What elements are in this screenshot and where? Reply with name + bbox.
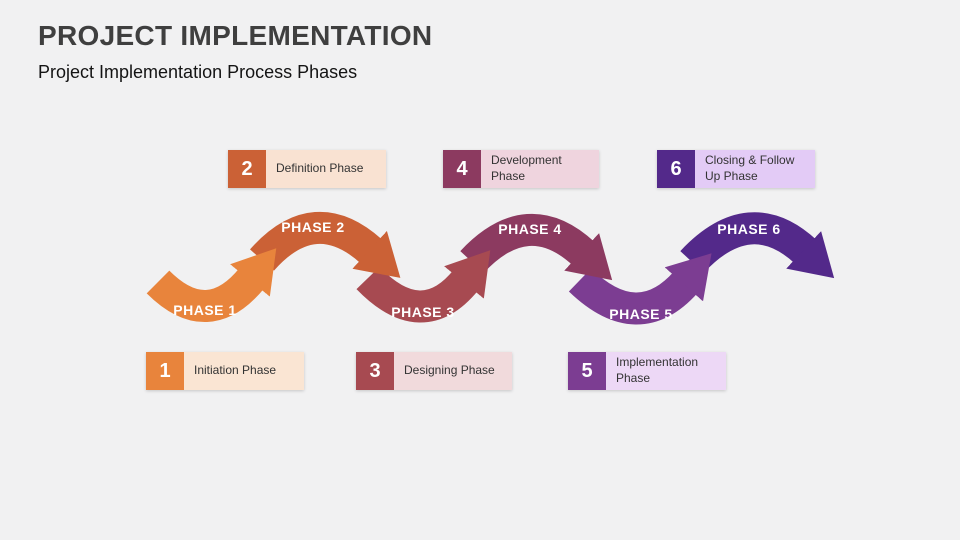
phase-4-name-label: Development Phase: [481, 150, 599, 188]
phase-1-arrow: [146, 248, 277, 322]
phase-4-arrow-label: PHASE 4: [498, 221, 561, 237]
phase-1-number-badge: 1: [146, 352, 184, 390]
phase-1-arrow-label: PHASE 1: [173, 302, 236, 318]
phase-5-callout: 5 Implementation Phase: [568, 352, 726, 390]
phase-4-arrow: [460, 214, 613, 281]
phase-5-number-badge: 5: [568, 352, 606, 390]
phase-2-name-label: Definition Phase: [266, 150, 386, 188]
phase-5-name-label: Implementation Phase: [606, 352, 726, 390]
phase-6-name-label: Closing & Follow Up Phase: [695, 150, 815, 188]
phase-3-arrow-label: PHASE 3: [391, 304, 454, 320]
phase-2-arrow: [250, 212, 401, 278]
page-subtitle: Project Implementation Process Phases: [38, 62, 358, 82]
phase-1-callout: 1 Initiation Phase: [146, 352, 304, 390]
phase-3-callout: 3 Designing Phase: [356, 352, 512, 390]
phase-6-arrow: [680, 212, 835, 279]
phase-1-name-label: Initiation Phase: [184, 352, 304, 390]
phase-3-arrow: [356, 250, 491, 323]
phase-6-arrow-label: PHASE 6: [717, 221, 780, 237]
page-title: PROJECT IMPLEMENTATION: [38, 20, 433, 51]
phase-5-arrow: [568, 253, 712, 325]
phase-6-callout: 6 Closing & Follow Up Phase: [657, 150, 815, 188]
phase-4-number-badge: 4: [443, 150, 481, 188]
phase-3-name-label: Designing Phase: [394, 352, 512, 390]
phase-4-callout: 4 Development Phase: [443, 150, 599, 188]
phase-2-number-badge: 2: [228, 150, 266, 188]
phase-2-arrow-label: PHASE 2: [281, 219, 344, 235]
phase-5-arrow-label: PHASE 5: [609, 306, 672, 322]
phase-3-number-badge: 3: [356, 352, 394, 390]
phase-6-number-badge: 6: [657, 150, 695, 188]
phase-2-callout: 2 Definition Phase: [228, 150, 386, 188]
